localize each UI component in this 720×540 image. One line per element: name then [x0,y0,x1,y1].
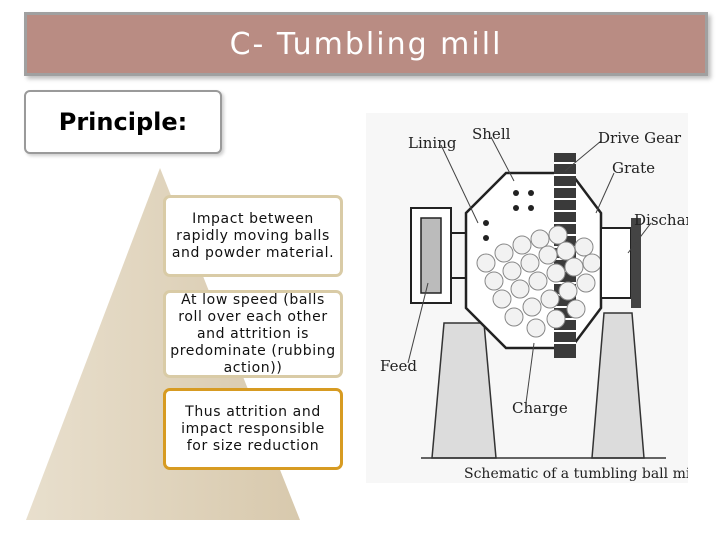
label-grate: Grate [612,159,655,177]
left-pedestal [431,322,497,459]
pyramid-item-2: At low speed (balls roll over each other… [163,290,343,378]
label-charge: Charge [512,399,568,417]
ball-mill-diagram: Lining Shell Drive Gear Grate Discharge … [366,113,711,483]
label-lining: Lining [408,134,457,152]
right-pedestal [591,312,645,459]
principle-heading-box: Principle: [24,90,222,154]
slide-title-bar: C- Tumbling mill [24,12,708,76]
slide-title: C- Tumbling mill [229,26,503,62]
principle-heading: Principle: [58,108,188,136]
label-drive-gear: Drive Gear [598,129,682,147]
pyramid-item-2-text: At low speed (balls roll over each other… [170,291,336,376]
discharge-trunnion [600,227,632,299]
label-feed: Feed [380,357,417,375]
pyramid-item-3-text: Thus attrition and impact responsible fo… [181,403,325,454]
pyramid-item-1: Impact between rapidly moving balls and … [163,195,343,277]
pyramid-item-3: Thus attrition and impact responsible fo… [163,388,343,470]
diagram-caption: Schematic of a tumbling ball mill. [464,466,688,482]
label-shell: Shell [472,125,511,143]
ball-charge [476,225,602,338]
label-discharge: Discharge [634,211,688,229]
pyramid-item-1-text: Impact between rapidly moving balls and … [171,210,335,261]
